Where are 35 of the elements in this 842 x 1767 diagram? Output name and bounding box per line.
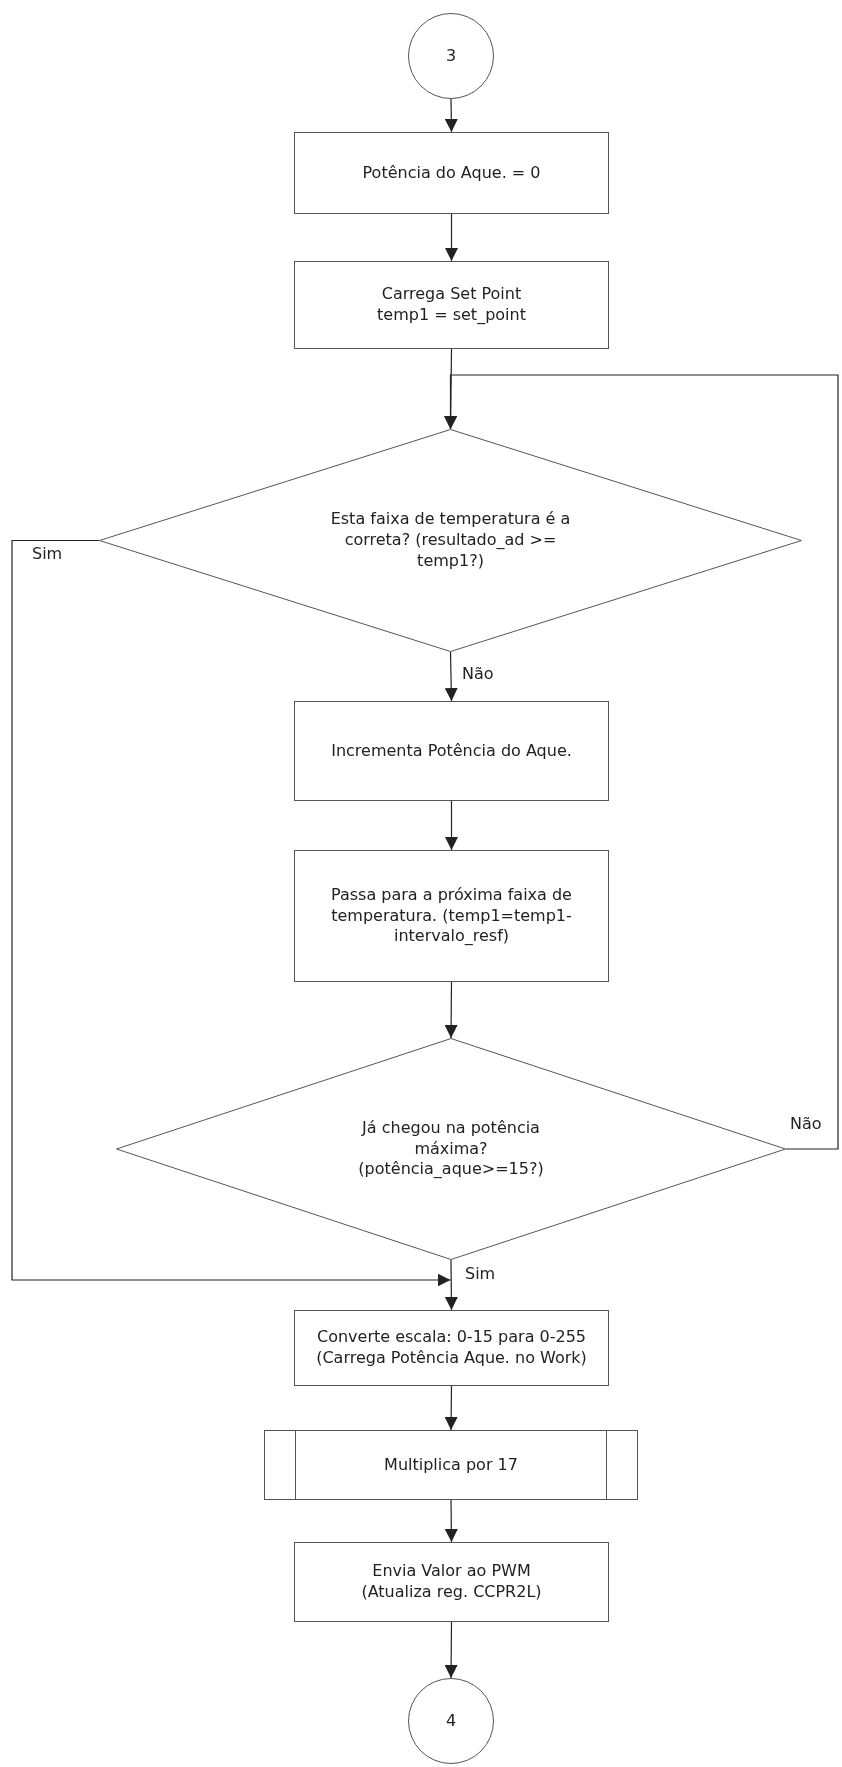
arrow [444, 1385, 458, 1431]
edge-label: Não [462, 664, 494, 683]
edge-label: Não [790, 1114, 822, 1133]
node-text: 3 [445, 45, 457, 67]
node-text: Envia Valor ao PWM (Atualiza reg. CCPR2L) [360, 1561, 543, 1603]
edge-label: Sim [465, 1264, 496, 1283]
arrow [444, 98, 458, 133]
decision-diamond [116, 1038, 786, 1260]
node-text: Já chegou na potência máxima? (potência_aque>=15?) [357, 1117, 545, 1181]
edge-label: Sim [32, 544, 63, 563]
process-box [294, 132, 609, 214]
subroutine-box [264, 1430, 638, 1500]
process-box [294, 1310, 609, 1386]
arrow [444, 651, 458, 702]
node-text: Carrega Set Point temp1 = set_point [376, 284, 527, 326]
node-text: Incrementa Potência do Aque. [331, 740, 572, 762]
node-text: Esta faixa de temperatura é a correta? (resultado_ad >= temp1?) [329, 509, 572, 572]
arrow [445, 213, 458, 262]
arrow [444, 1621, 458, 1679]
arrow [11, 539, 452, 1287]
process-box [294, 850, 609, 982]
decision-diamond [99, 429, 802, 652]
arrow [444, 374, 839, 1150]
node-text: Passa para a próxima faixa de temperatura. (temp1=temp1-intervalo_resf) [330, 884, 573, 948]
arrow [444, 1259, 458, 1311]
process-box [294, 701, 609, 801]
arrow [445, 800, 458, 851]
process-box [294, 1542, 609, 1622]
node-text: 4 [445, 1710, 457, 1732]
node-text: Converte escala: 0-15 para 0-255 (Carrega Potência Aque. no Work) [315, 1327, 588, 1369]
node-text: Potência do Aque. = 0 [362, 162, 541, 184]
arrow [444, 1499, 458, 1543]
process-box [294, 261, 609, 349]
node-text: Multiplica por 17 [384, 1454, 518, 1476]
arrow [444, 981, 458, 1039]
